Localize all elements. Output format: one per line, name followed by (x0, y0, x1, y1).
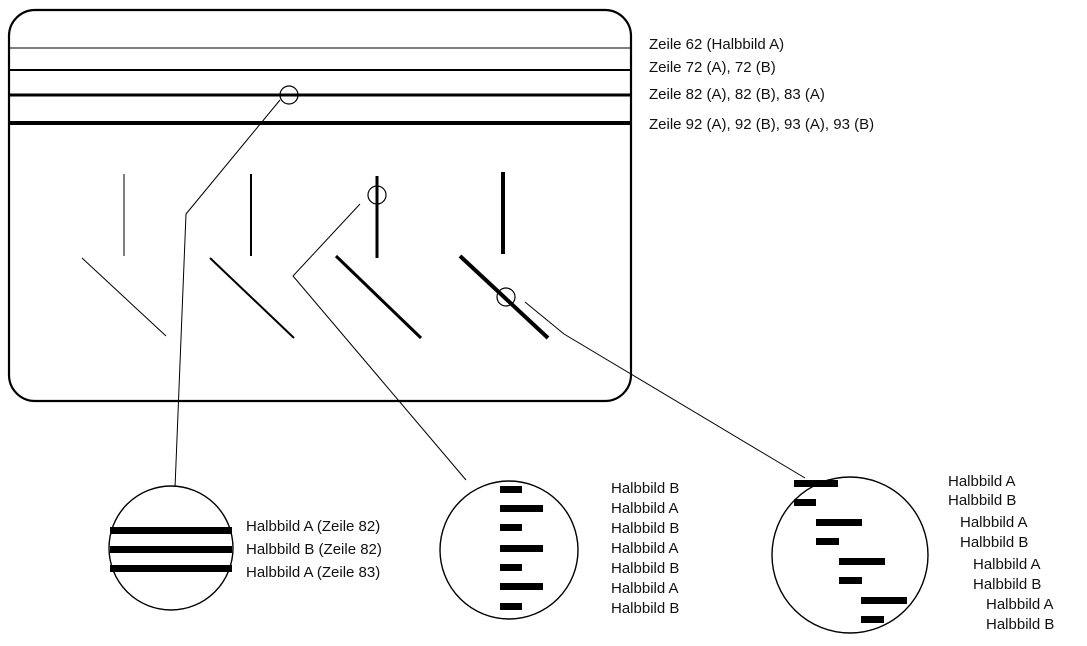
zoom-d-label-5: Halbbild A (973, 556, 1041, 573)
zoom-v-label-4: Halbbild A (611, 540, 679, 557)
zoom-d-label-4: Halbbild B (960, 534, 1029, 551)
detail-marker-diagonal (496, 287, 516, 307)
line-label-82: Zeile 82 (A), 82 (B), 83 (A) (649, 86, 825, 103)
zoom-d-label-1: Halbbild A (948, 473, 1016, 490)
zoom-d-label-7: Halbbild A (986, 596, 1054, 613)
detail-marker-horizontal (279, 85, 299, 105)
zoom-v-label-2: Halbbild A (611, 500, 679, 517)
line-label-92: Zeile 92 (A), 92 (B), 93 (A), 93 (B) (649, 116, 875, 133)
zoom-d-bar-2 (794, 499, 816, 506)
diagonal-line-4 (458, 254, 550, 340)
tv-screen-frame (7, 8, 633, 403)
zoom-v-label-6: Halbbild A (611, 580, 679, 597)
diagonal-line-3 (334, 254, 423, 340)
zoom-d-bar-5 (839, 558, 885, 565)
zoom-circle-diagonal (771, 476, 929, 634)
zoom-h-bar-1 (110, 527, 232, 534)
zoom-v-bar-1 (500, 486, 522, 493)
line-label-72: Zeile 72 (A), 72 (B) (649, 59, 776, 76)
zoom-v-bar-5 (500, 564, 522, 571)
zoom-v-label-3: Halbbild B (611, 520, 680, 537)
leader-line-vertical (292, 203, 467, 481)
zoom-h-label-1: Halbbild A (Zeile 82) (246, 518, 381, 535)
zoom-v-bar-4 (500, 545, 543, 552)
zoom-v-bar-3 (500, 524, 522, 531)
zoom-h-bar-3 (110, 565, 232, 572)
zoom-v-bar-7 (500, 603, 522, 610)
zoom-d-bar-3 (816, 519, 862, 526)
zoom-v-bar-2 (500, 505, 543, 512)
zoom-h-label-3: Halbbild A (Zeile 83) (246, 564, 381, 581)
zoom-d-bar-7 (861, 597, 907, 604)
zoom-d-bar-6 (839, 577, 862, 584)
zoom-d-bar-8 (861, 616, 884, 623)
zoom-d-label-8: Halbbild B (986, 616, 1055, 633)
zoom-d-label-2: Halbbild B (948, 492, 1017, 509)
leader-line-diagonal (524, 301, 806, 479)
zoom-h-label-2: Halbbild B (Zeile 82) (246, 541, 382, 558)
zoom-h-bar-2 (110, 546, 232, 553)
diagonal-line-2 (209, 257, 295, 339)
zoom-d-label-6: Halbbild B (973, 576, 1042, 593)
line-label-62: Zeile 62 (Halbbild A) (649, 36, 785, 53)
detail-marker-vertical (367, 185, 387, 205)
leader-line-horizontal (174, 99, 281, 489)
zoom-v-label-5: Halbbild B (611, 560, 680, 577)
zoom-v-label-1: Halbbild B (611, 480, 680, 497)
zoom-v-label-7: Halbbild B (611, 600, 680, 617)
zoom-d-bar-4 (816, 538, 839, 545)
zoom-d-label-3: Halbbild A (960, 514, 1028, 531)
diagonal-line-1 (81, 257, 167, 337)
zoom-d-bar-1 (794, 480, 838, 487)
zoom-v-bar-6 (500, 583, 543, 590)
